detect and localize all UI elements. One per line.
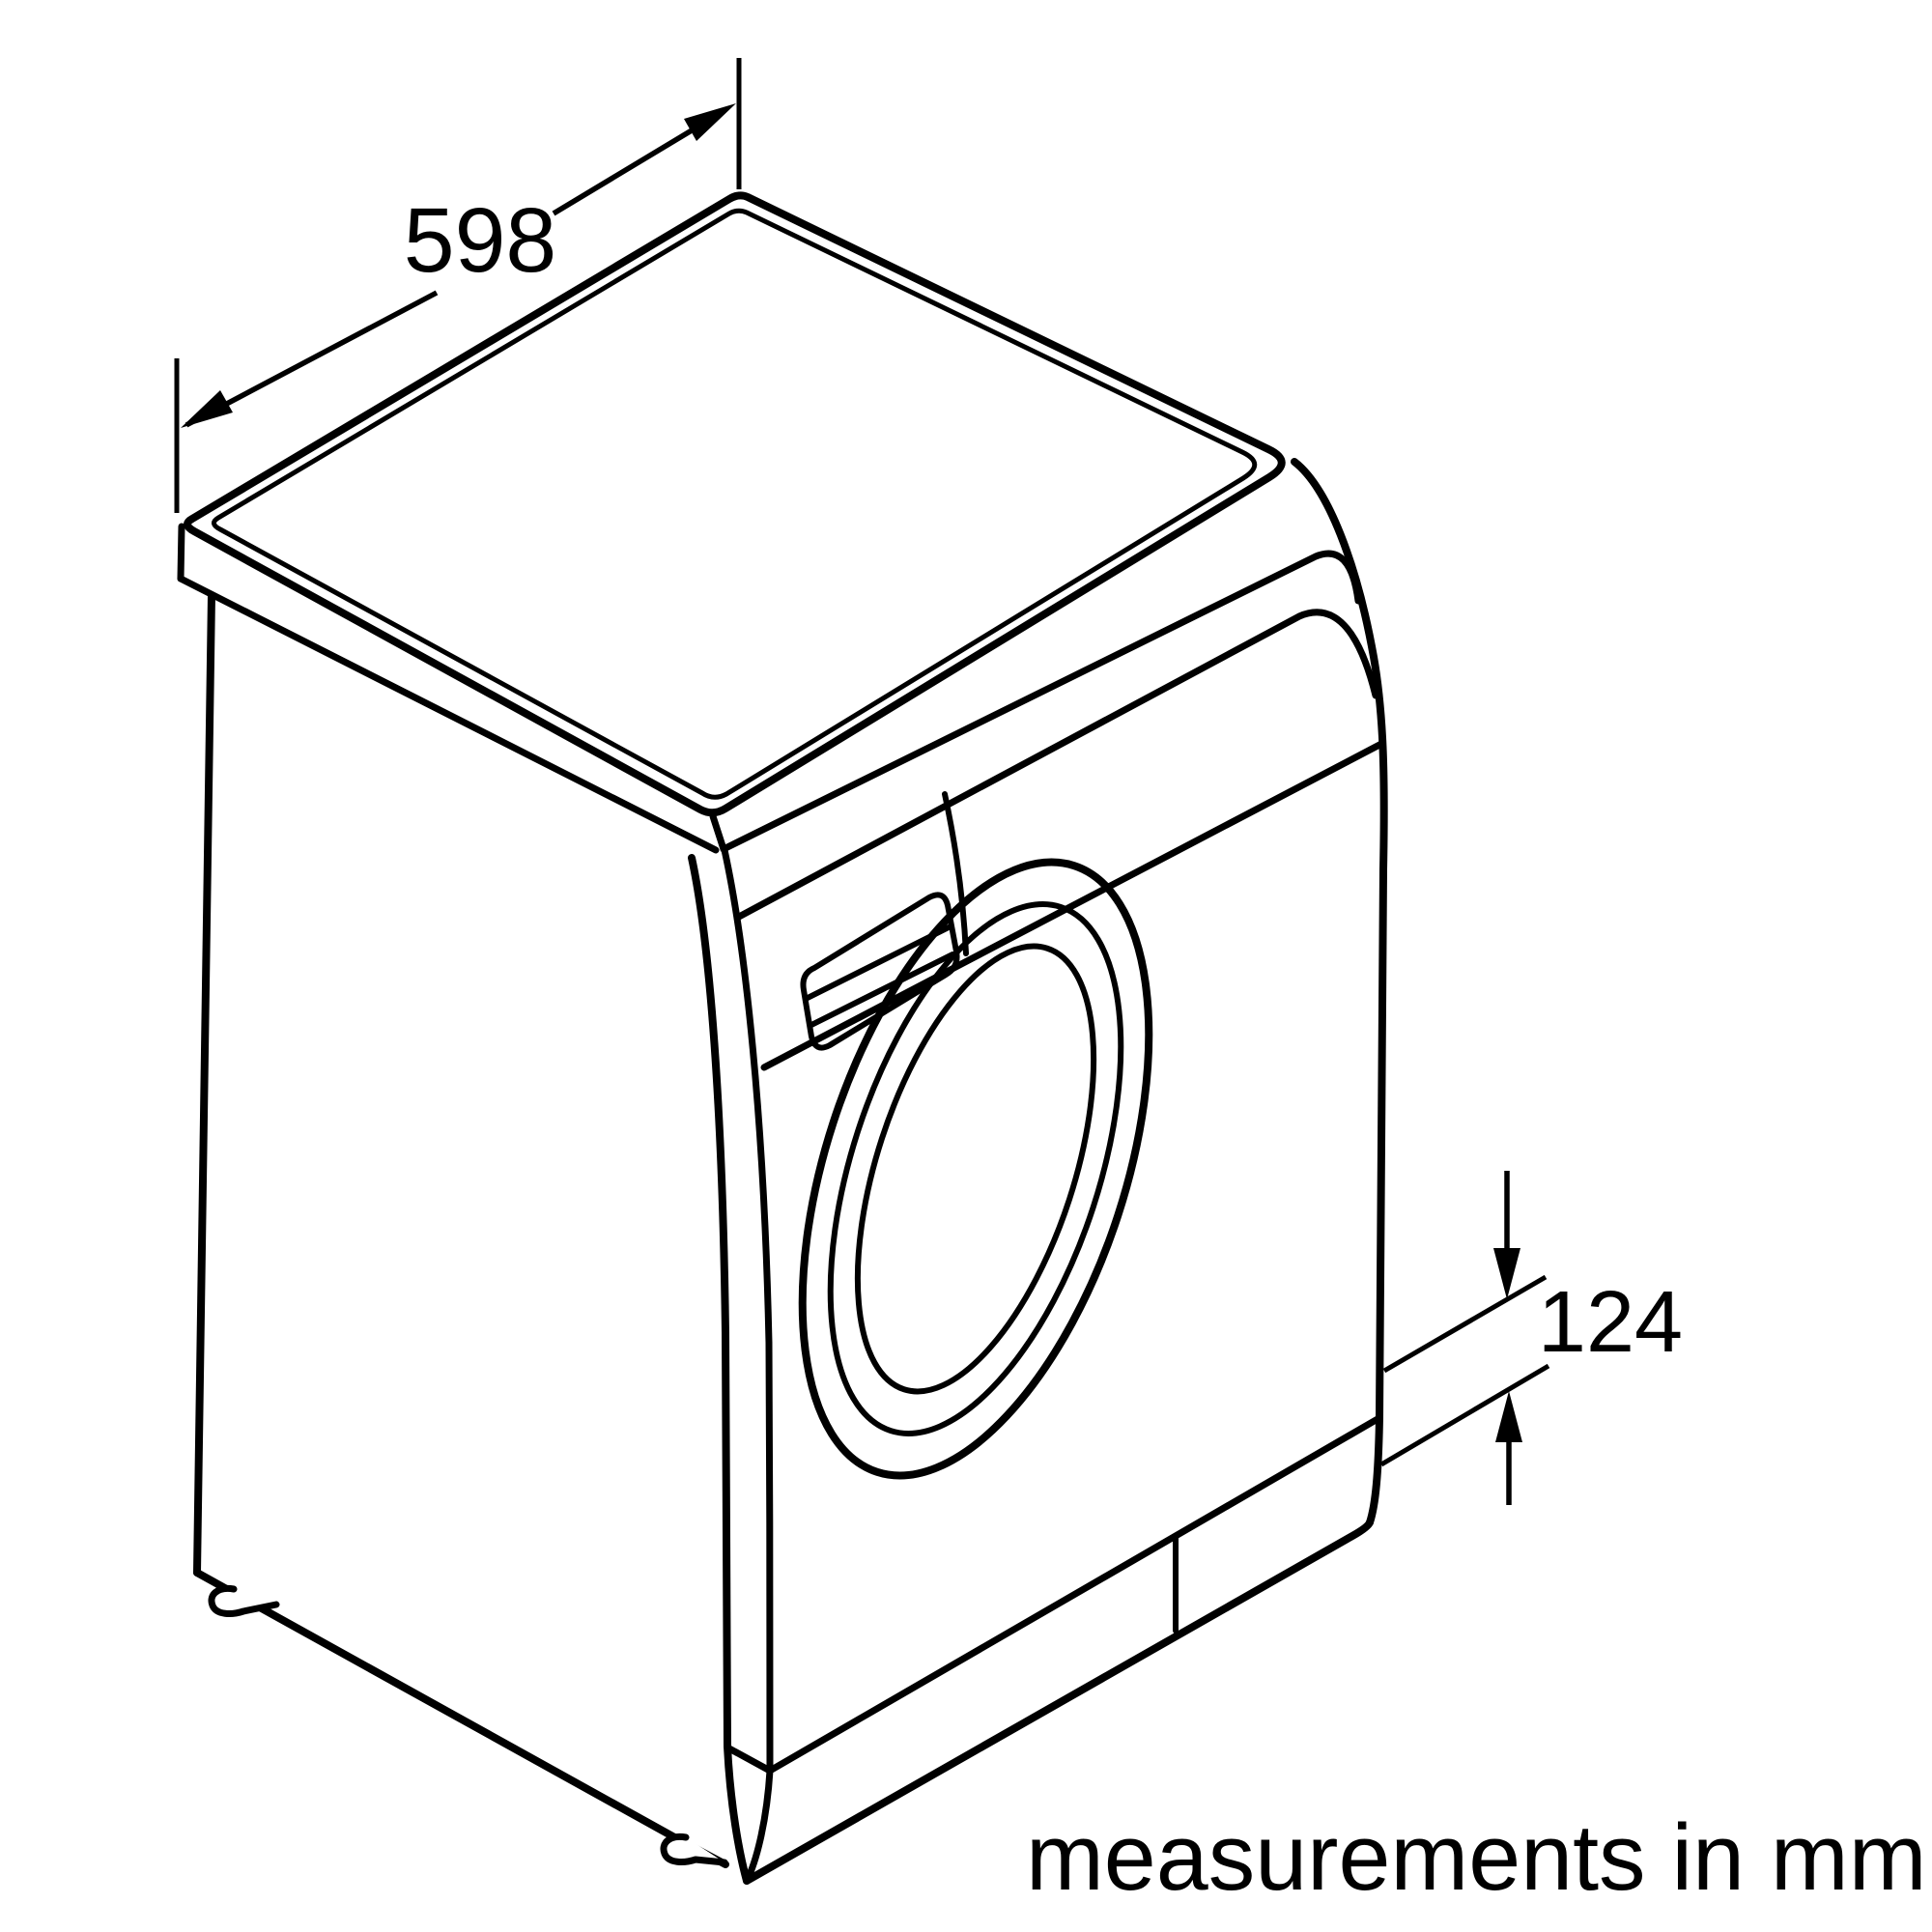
door <box>798 858 1153 1480</box>
front-left-corner-curve <box>688 854 751 1885</box>
extension-line-lower-right <box>1379 1363 1550 1467</box>
arrow-down-icon <box>1493 1248 1520 1299</box>
dimension-line-upper <box>552 128 694 216</box>
worktop-rim <box>212 208 1258 800</box>
door-glass-ring <box>854 943 1097 1395</box>
worktop-band-front-corner <box>709 812 727 853</box>
door-middle-ring <box>827 901 1124 1436</box>
detergent-drawer <box>800 892 960 1051</box>
worktop-outer-edge <box>184 191 1286 817</box>
washing-machine-illustration <box>177 191 1388 1885</box>
left-foot <box>208 1584 280 1617</box>
worktop <box>177 191 1362 854</box>
control-panel-top-edge <box>733 609 1379 922</box>
control-panel-bottom-edge <box>760 740 1385 1071</box>
control-panel <box>733 609 1385 1071</box>
dimension-label-598: 598 <box>404 189 557 292</box>
dimension-label-124: 124 <box>1538 1274 1683 1371</box>
arrow-up-right-icon <box>684 103 736 141</box>
extension-line-upper-right <box>1382 1274 1548 1374</box>
dimension-top-width: 598 <box>174 58 742 513</box>
dimension-plinth-height: 124 <box>1379 1171 1683 1505</box>
units-caption: measurements in mm <box>1026 1804 1927 1910</box>
front-left-chamfer-seam <box>721 846 774 1885</box>
base-bottom-edge <box>743 1519 1374 1885</box>
cabinet-bottom-left-edge <box>193 1569 729 1868</box>
door-outer-ring <box>798 858 1153 1480</box>
arrow-down-left-icon <box>181 390 233 428</box>
worktop-band-left-corner <box>177 523 185 582</box>
cabinet-left-edge <box>193 591 215 1577</box>
front-foot <box>660 1833 728 1866</box>
arrow-up-icon <box>1495 1391 1522 1442</box>
dimension-line-lower <box>185 290 439 428</box>
worktop-band-bottom-left <box>177 575 720 854</box>
detergent-drawer-groove-2 <box>809 952 955 1028</box>
control-panel-seam <box>942 791 969 956</box>
plinth <box>208 1415 1381 1885</box>
front-bottom-edge <box>724 1415 1381 1775</box>
